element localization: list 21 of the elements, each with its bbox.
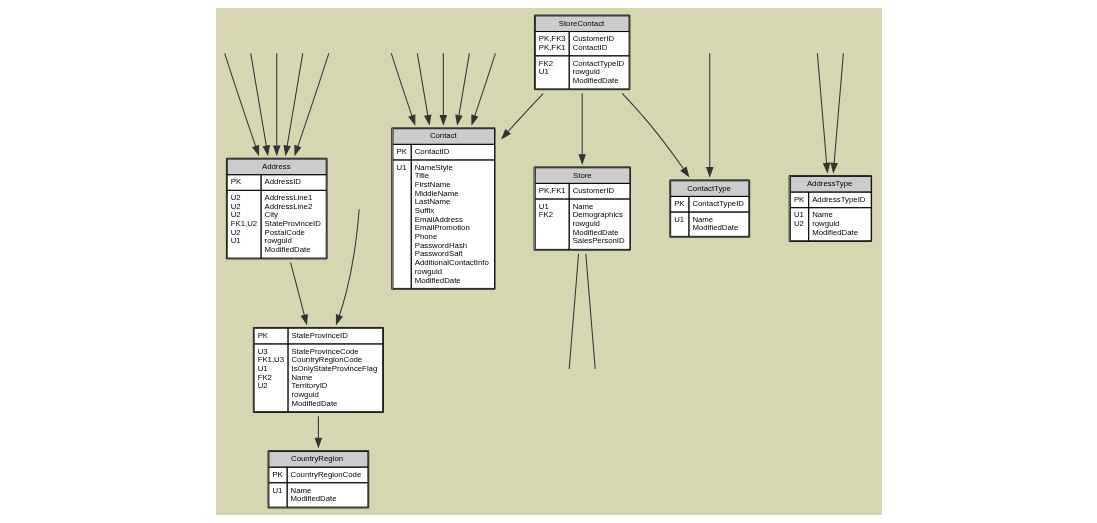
arrow [249,52,270,157]
arrow [470,52,496,126]
connector [584,253,596,370]
arrow [816,52,830,174]
arrow [416,52,431,126]
arrow [454,52,470,126]
arrow [439,52,447,126]
arrow [314,415,322,449]
arrow [283,52,303,157]
arrow [500,93,544,140]
arrow [335,209,360,326]
arrow [223,52,259,157]
arrow [289,261,308,326]
arrow [705,52,714,178]
arrow [390,52,415,126]
arrow [829,52,844,174]
arrow [621,92,689,178]
arrow [577,92,586,165]
arrow [293,52,329,157]
arrow [272,52,280,157]
connector [568,253,579,370]
